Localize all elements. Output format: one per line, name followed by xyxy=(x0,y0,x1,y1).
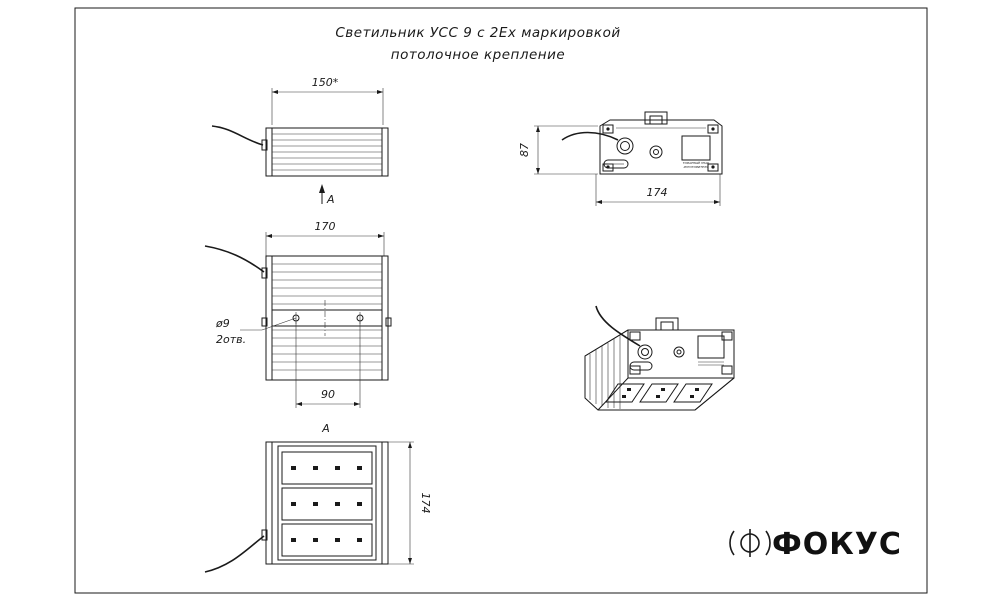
dim-hole-spacing: 90 xyxy=(321,388,335,401)
hole-count-label: 2отв. xyxy=(216,333,246,346)
logo-mark xyxy=(729,529,771,557)
nameplate-line-2: ИЗГОТОВИТЕЛЯ xyxy=(684,165,709,169)
led-row-1 xyxy=(291,466,362,470)
brand-logo: ФОКУС xyxy=(729,527,902,562)
cable-end xyxy=(561,131,619,141)
hole-diameter-label: ø9 xyxy=(215,317,230,330)
dim-side-width: 170 xyxy=(315,220,336,233)
dim-right-width: 174 xyxy=(647,186,668,199)
led-row-2 xyxy=(291,502,362,506)
cable-iso xyxy=(595,305,641,347)
view-a: A xyxy=(204,422,432,573)
view-a-label: A xyxy=(321,422,330,435)
led-row-3 xyxy=(291,538,362,542)
side-view: 170 xyxy=(204,220,392,408)
dim-top-width: 150* xyxy=(312,76,339,89)
isometric-view xyxy=(584,305,735,411)
drawing-frame xyxy=(74,7,928,594)
cable-side xyxy=(204,245,265,273)
drawing-title: Светильник УСС 9 с 2Ex маркировкой потол… xyxy=(335,25,620,63)
brand-name: ФОКУС xyxy=(772,527,902,562)
title-line-1: Светильник УСС 9 с 2Ex маркировкой xyxy=(335,25,620,41)
nameplate-line-1: ТОВАРНЫЙ ЗНАК xyxy=(683,160,710,165)
arrow-label-a: A xyxy=(326,193,335,206)
dim-front-height: 174 xyxy=(419,493,432,514)
dim-right-height: 87 xyxy=(518,143,531,157)
cable-gland xyxy=(616,137,634,155)
end-view: 87 ТОВАРНЫЙ ЗНАК ИЗГОТОВИТЕЛЯ xyxy=(518,111,723,206)
cable-front xyxy=(204,535,265,573)
title-line-2: потолочное крепление xyxy=(391,47,565,63)
top-view: 150* A xyxy=(211,76,389,206)
cable-top xyxy=(211,125,264,146)
